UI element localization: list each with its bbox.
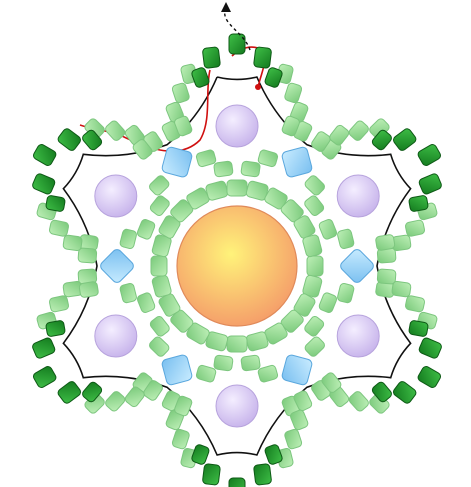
seed-bead xyxy=(148,335,171,358)
center-bead xyxy=(177,206,297,326)
dark-seed-bead xyxy=(417,365,442,389)
dark-seed-bead xyxy=(202,47,220,69)
start-dot-icon xyxy=(255,84,261,90)
seed-bead xyxy=(303,174,326,197)
seed-bead xyxy=(149,315,171,338)
seed-bead xyxy=(79,281,99,298)
lavender-pearl xyxy=(95,175,137,217)
dark-seed-bead xyxy=(56,127,82,152)
seed-bead xyxy=(303,335,326,358)
dark-seed-bead xyxy=(229,478,245,487)
seed-bead xyxy=(49,295,70,312)
seed-bead xyxy=(149,194,171,217)
seed-bead xyxy=(136,218,156,240)
dark-seed-bead xyxy=(32,365,57,389)
bead-layer xyxy=(31,34,442,487)
seed-bead xyxy=(227,336,247,352)
seed-bead xyxy=(171,82,190,103)
blue-cube-bead xyxy=(281,354,313,386)
seed-bead xyxy=(214,161,234,177)
blue-cube-bead xyxy=(281,146,313,178)
seed-bead xyxy=(318,292,338,314)
seed-bead xyxy=(63,235,83,251)
seed-bead xyxy=(257,364,278,382)
blue-cube-bead xyxy=(161,354,193,386)
dark-seed-bead xyxy=(392,127,418,152)
seed-bead xyxy=(171,428,190,449)
seed-bead xyxy=(151,274,172,297)
dark-seed-bead xyxy=(253,47,271,69)
seed-bead xyxy=(303,194,325,217)
seed-bead xyxy=(78,248,97,263)
seed-bead xyxy=(337,283,355,304)
seed-bead xyxy=(348,390,370,413)
seed-bead xyxy=(119,228,137,249)
seed-bead xyxy=(151,256,167,276)
lavender-pearl xyxy=(95,315,137,357)
seed-bead xyxy=(196,364,217,382)
dark-seed-bead xyxy=(31,173,56,196)
seed-bead xyxy=(227,180,247,196)
dark-seed-bead xyxy=(417,143,442,167)
lavender-pearl xyxy=(337,315,379,357)
dark-seed-bead xyxy=(408,195,428,212)
seed-bead xyxy=(257,149,278,167)
seed-bead xyxy=(241,355,261,371)
dark-seed-bead xyxy=(253,463,271,485)
seed-bead xyxy=(337,228,355,249)
blue-cube-bead xyxy=(99,248,136,285)
dark-seed-bead xyxy=(418,173,443,196)
dark-seed-bead xyxy=(32,143,57,167)
seed-bead xyxy=(284,428,303,449)
seed-bead xyxy=(405,295,426,312)
dark-seed-bead xyxy=(31,337,56,360)
seed-bead xyxy=(302,234,323,257)
seed-bead xyxy=(375,234,395,251)
seed-bead xyxy=(104,390,126,413)
dark-seed-bead xyxy=(418,337,443,360)
seed-bead xyxy=(205,180,228,201)
seed-bead xyxy=(307,256,323,276)
seed-bead xyxy=(241,161,261,177)
dark-seed-bead xyxy=(408,320,428,337)
seed-bead xyxy=(284,82,303,103)
seed-bead xyxy=(348,119,370,142)
seed-bead xyxy=(196,149,217,167)
blue-cube-bead xyxy=(339,248,376,285)
seed-bead xyxy=(49,219,70,236)
seed-bead xyxy=(214,355,234,371)
dark-seed-bead xyxy=(56,380,82,405)
seed-bead xyxy=(318,218,338,240)
dark-seed-bead xyxy=(202,463,220,485)
seed-bead xyxy=(148,174,171,197)
seed-bead xyxy=(245,331,268,352)
seed-bead xyxy=(377,269,396,284)
arrow-up-icon xyxy=(221,2,231,12)
dark-seed-bead xyxy=(392,380,418,405)
lavender-pearl xyxy=(337,175,379,217)
seed-bead xyxy=(119,283,137,304)
lavender-pearl xyxy=(216,385,258,427)
seed-bead xyxy=(392,281,412,297)
dark-seed-bead xyxy=(45,320,65,337)
seed-bead xyxy=(303,315,325,338)
dark-seed-bead xyxy=(45,195,65,212)
lavender-pearl xyxy=(216,105,258,147)
seed-bead xyxy=(405,219,426,236)
seed-bead xyxy=(136,292,156,314)
seed-bead xyxy=(104,119,126,142)
